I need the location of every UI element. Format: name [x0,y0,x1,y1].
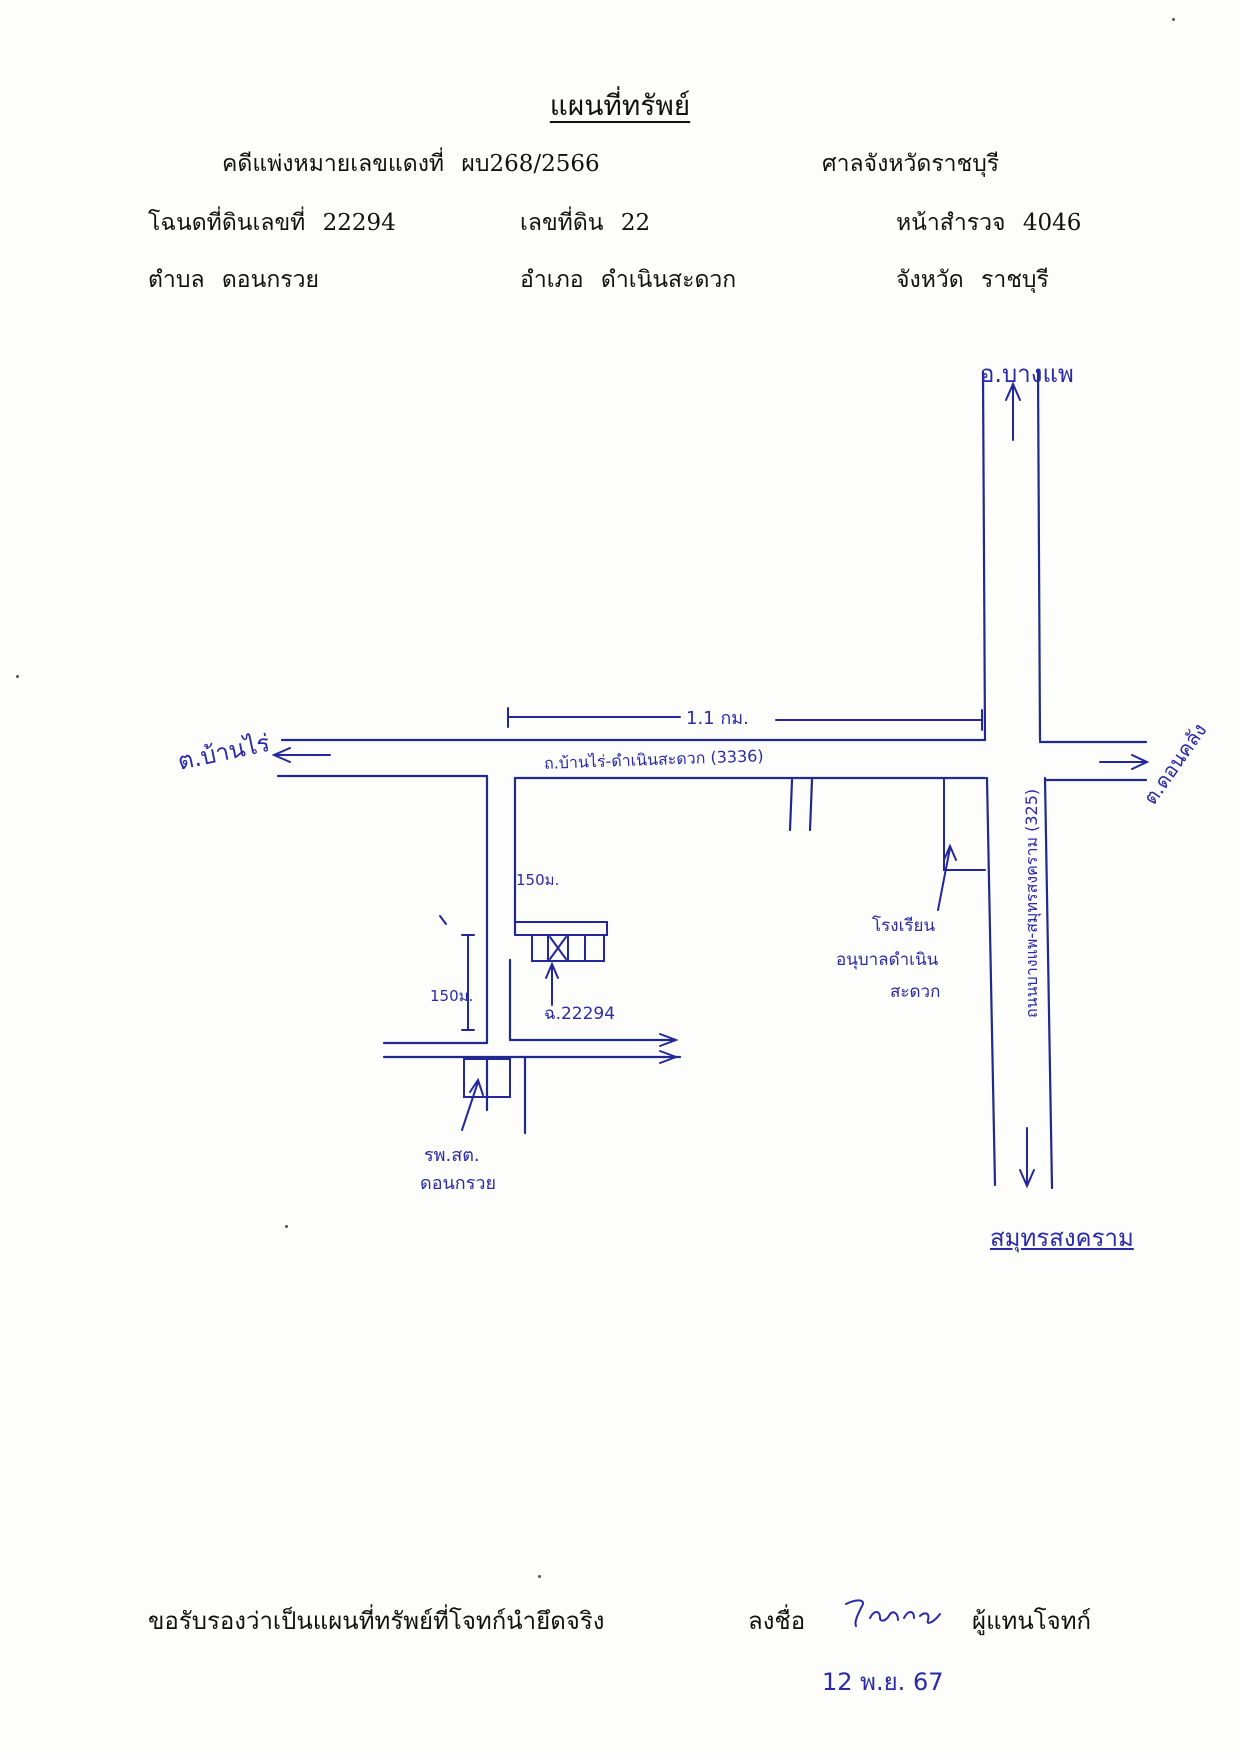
scan-speck [285,1225,288,1228]
lane-left [788,778,794,832]
highway-west-edge-south [985,776,997,1187]
signer-role: ผู้แทนโจทก์ [972,1607,1092,1635]
school-label-line1: โรงเรียน [872,916,936,936]
case-number-value: ผบ268/2566 [461,151,600,177]
dimension-line-lower [461,934,475,1031]
north-arrow-head [1005,381,1021,401]
distance-150-upper-label: 150ม. [516,871,560,889]
lower-road-arrow-head-2 [659,1050,679,1064]
lower-road-north-edge [382,1038,677,1045]
lane-right [808,778,814,832]
school-label-line2: อนุบาลดำเนิน [836,950,939,970]
deed-plot-dividers [547,934,586,962]
dimension-mark-upper [439,915,447,925]
highway-east-edge-south [1043,776,1054,1190]
subdistrict-value: ดอนกรวย [221,267,320,293]
land-number-label: เลขที่ดิน [520,210,604,236]
deed-number-field: โฉนดที่ดินเลขที่ 22294 [148,205,396,241]
hospital-pointer-arrow [461,1077,484,1131]
school-pointer-arrow [937,843,957,911]
province-value: ราชบุรี [981,267,1049,293]
highway-west-edge-north [981,370,987,742]
case-number-field: คดีแพ่งหมายเลขแดงที่ ผบ268/2566 [222,146,600,182]
plot-top-line [514,921,608,936]
hospital-label-line1: รพ.สต. [424,1145,480,1166]
signature [845,1599,941,1627]
scan-speck [1172,18,1175,21]
deed-pointer-arrow [545,961,559,1006]
district-value: ดำเนินสะดวก [600,267,737,293]
lower-road-arrow-head [659,1033,679,1047]
subdistrict-label: ตำบล [148,267,205,293]
scan-speck [538,1575,541,1578]
distance-line [507,716,983,721]
deed-number-value: 22294 [322,210,396,236]
distance-150-lower-label: 150ม. [430,987,474,1005]
school-box [943,777,986,871]
west-arrow-head [271,747,291,763]
hospital-label-line2: ดอนกรวย [420,1173,497,1194]
court-name: ศาลจังหวัดราชบุรี [822,151,1000,177]
page-title: แผนที่ทรัพย์ [549,89,691,122]
highway-name-label: ถนนบางแพ-สมุทรสงคราม (325) [1022,788,1041,1018]
sign-label: ลงชื่อ [748,1607,806,1635]
north-destination-label: อ.บางแพ [980,360,1074,388]
subdistrict-field: ตำบล ดอนกรวย [148,262,319,298]
south-arrow-head [1019,1169,1035,1189]
highway-east-edge-north [1036,368,1042,742]
school-label-line3: สะดวก [890,982,941,1002]
land-number-value: 22 [620,210,651,236]
signature-date: 12 พ.ย. 67 [822,1668,944,1696]
case-number-label: คดีแพ่งหมายเลขแดงที่ [222,151,445,177]
province-field: จังหวัด ราชบุรี [896,262,1049,298]
deed-marker-label: ฉ.22294 [544,1004,616,1024]
district-label: อำเภอ [520,267,584,293]
scan-speck [16,675,19,678]
land-number-field: เลขที่ดิน 22 [520,205,650,241]
hospital-box [463,1058,511,1098]
survey-number-field: หน้าสำรวจ 4046 [896,205,1081,241]
deed-number-label: โฉนดที่ดินเลขที่ [148,210,306,236]
south-destination-label: สมุทรสงคราม [990,1224,1134,1252]
survey-number-label: หน้าสำรวจ [896,210,1006,236]
certification-text: ขอรับรองว่าเป็นแผนที่ทรัพย์ที่โจทก์นำยึด… [148,1607,605,1635]
province-label: จังหวัด [896,267,964,293]
distance-label: 1.1 กม. [686,708,749,729]
district-field: อำเภอ ดำเนินสะดวก [520,262,736,298]
survey-number-value: 4046 [1022,210,1082,236]
deed-plot-cross [549,936,567,960]
east-arrow-head [1131,754,1150,770]
